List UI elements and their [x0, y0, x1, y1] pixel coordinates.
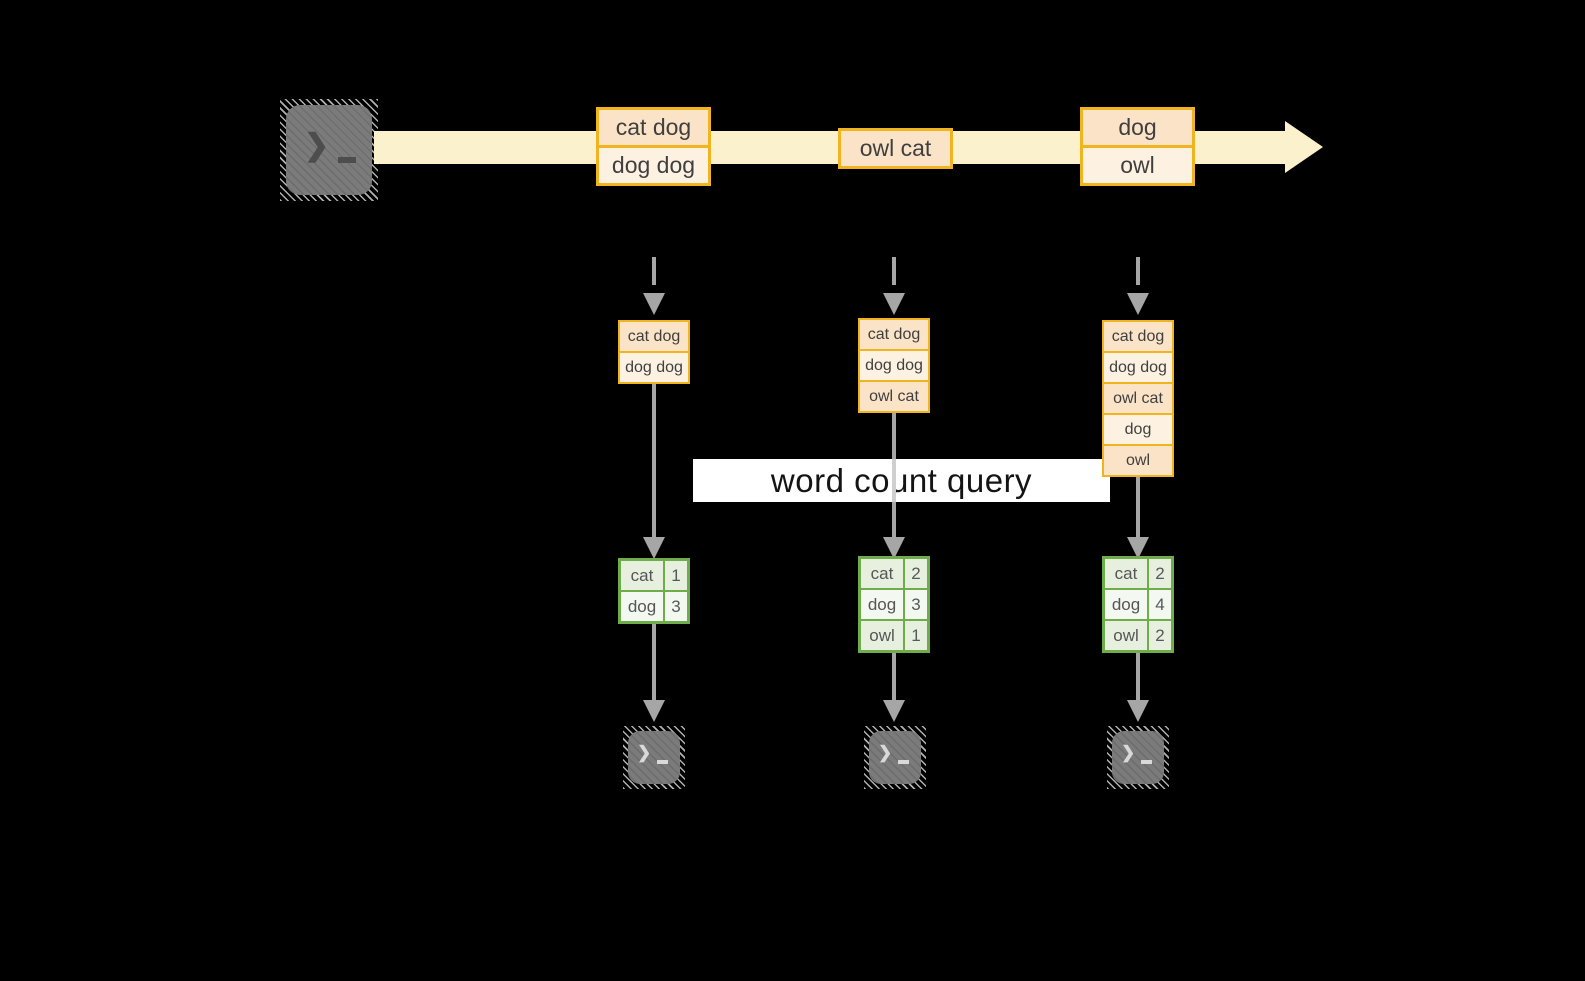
- table-row: owl 2: [1105, 619, 1171, 650]
- state-stack: cat dog dog dog owl cat: [858, 318, 930, 413]
- sink-terminal-icon: ❯: [864, 726, 926, 789]
- word-cell: cat: [1105, 559, 1149, 588]
- count-cell: 1: [665, 561, 687, 590]
- word-cell: owl: [861, 621, 905, 650]
- word-cell: cat: [861, 559, 905, 588]
- table-row: dog 3: [861, 588, 927, 619]
- stream-event-box: owl cat: [838, 128, 953, 169]
- count-cell: 1: [905, 621, 927, 650]
- connector-line: [652, 384, 656, 537]
- state-line: owl cat: [1104, 382, 1172, 413]
- connector-line: [652, 624, 656, 700]
- stream-arrowhead-icon: [1285, 121, 1323, 173]
- event-line: dog: [1083, 110, 1192, 145]
- state-stack: cat dog dog dog owl cat dog owl: [1102, 320, 1174, 477]
- table-row: owl 1: [861, 619, 927, 650]
- arrowhead-down-icon: [643, 537, 665, 559]
- terminal-cursor-icon: [338, 157, 356, 163]
- event-line: cat dog: [599, 110, 708, 145]
- connector-line: [1136, 477, 1140, 537]
- dashed-arrow: [892, 257, 896, 285]
- terminal-cursor-icon: [898, 760, 909, 764]
- table-row: dog 3: [621, 590, 687, 621]
- state-line: cat dog: [1104, 322, 1172, 351]
- count-cell: 2: [905, 559, 927, 588]
- count-cell: 3: [905, 590, 927, 619]
- state-line: dog: [1104, 413, 1172, 444]
- state-line: dog dog: [620, 351, 688, 382]
- sink-terminal-icon: ❯: [1107, 726, 1169, 789]
- stream-event-box: cat dog dog dog: [596, 107, 711, 186]
- query-banner: word count query: [693, 459, 1110, 502]
- count-cell: 3: [665, 592, 687, 621]
- terminal-cursor-icon: [1141, 760, 1152, 764]
- event-line: dog dog: [599, 145, 708, 183]
- word-cell: dog: [621, 592, 665, 621]
- arrowhead-down-icon: [643, 700, 665, 722]
- count-cell: 2: [1149, 559, 1171, 588]
- state-line: dog dog: [860, 349, 928, 380]
- dashed-arrow: [1136, 257, 1140, 285]
- count-table: cat 1 dog 3: [618, 558, 690, 624]
- state-line: cat dog: [860, 320, 928, 349]
- arrowhead-down-icon: [1127, 293, 1149, 315]
- terminal-prompt-icon: ❯: [1121, 743, 1136, 762]
- arrowhead-down-icon: [883, 700, 905, 722]
- count-cell: 4: [1149, 590, 1171, 619]
- arrowhead-down-icon: [883, 537, 905, 559]
- arrowhead-down-icon: [643, 293, 665, 315]
- terminal-prompt-icon: ❯: [878, 743, 893, 762]
- word-cell: cat: [621, 561, 665, 590]
- table-row: cat 2: [861, 559, 927, 588]
- connector-line: [1136, 653, 1140, 700]
- count-cell: 2: [1149, 621, 1171, 650]
- state-line: cat dog: [620, 322, 688, 351]
- count-table: cat 2 dog 4 owl 2: [1102, 556, 1174, 653]
- state-line: dog dog: [1104, 351, 1172, 382]
- count-table: cat 2 dog 3 owl 1: [858, 556, 930, 653]
- word-cell: owl: [1105, 621, 1149, 650]
- terminal-prompt-icon: ❯: [637, 743, 652, 762]
- sink-terminal-icon: ❯: [623, 726, 685, 789]
- arrowhead-down-icon: [1127, 537, 1149, 559]
- state-stack: cat dog dog dog: [618, 320, 690, 384]
- word-cell: dog: [1105, 590, 1149, 619]
- word-cell: dog: [861, 590, 905, 619]
- state-line: owl cat: [860, 380, 928, 411]
- event-line: owl cat: [841, 131, 950, 166]
- dashed-arrow: [652, 257, 656, 285]
- arrowhead-down-icon: [1127, 700, 1149, 722]
- table-row: cat 1: [621, 561, 687, 590]
- terminal-cursor-icon: [657, 760, 668, 764]
- stream-event-box: dog owl: [1080, 107, 1195, 186]
- source-terminal-icon: ❯: [280, 99, 378, 201]
- arrowhead-down-icon: [883, 293, 905, 315]
- table-row: cat 2: [1105, 559, 1171, 588]
- connector-line: [892, 653, 896, 700]
- event-line: owl: [1083, 145, 1192, 183]
- terminal-prompt-icon: ❯: [304, 129, 330, 162]
- state-line: owl: [1104, 444, 1172, 475]
- query-banner-label: word count query: [770, 461, 1033, 499]
- connector-line-over-banner: [892, 459, 896, 502]
- table-row: dog 4: [1105, 588, 1171, 619]
